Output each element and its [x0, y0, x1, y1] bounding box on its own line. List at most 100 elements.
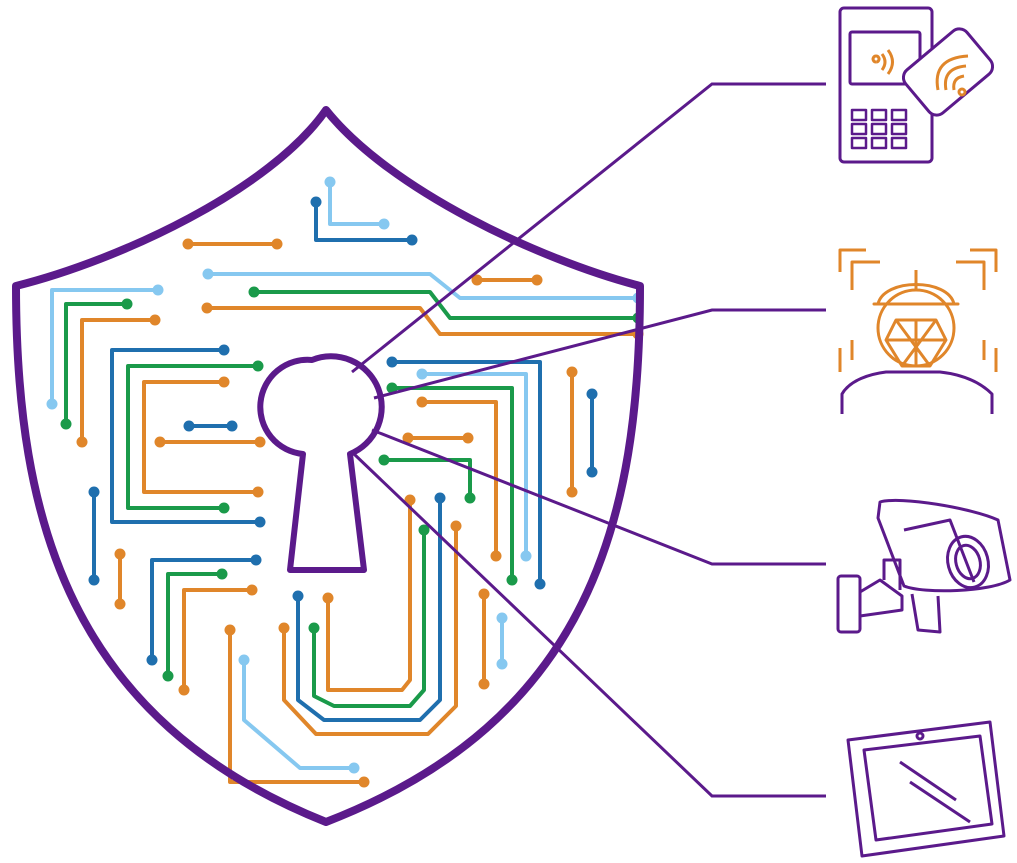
trace-green: [252, 290, 640, 320]
trace-endpoint-dot: [506, 574, 518, 586]
trace-endpoint-dot: [464, 492, 476, 504]
trace-green: [312, 528, 426, 708]
trace-endpoint-dot: [224, 624, 236, 636]
trace-endpoint-dot: [402, 432, 414, 444]
trace-orange: [420, 400, 498, 558]
trace-green: [166, 572, 224, 678]
trace-endpoint-dot: [226, 420, 238, 432]
trace-orange: [326, 498, 412, 692]
trace-orange: [282, 524, 458, 736]
tablet-icon: [846, 720, 1006, 858]
trace-endpoint-dot: [202, 268, 214, 280]
trace-endpoint-dot: [252, 486, 264, 498]
trace-endpoint-dot: [478, 588, 490, 600]
trace-endpoint-dot: [496, 612, 508, 624]
trace-endpoint-dot: [182, 238, 194, 250]
trace-endpoint-dot: [146, 654, 158, 666]
trace-endpoint-dot: [183, 420, 195, 432]
trace-endpoint-dot: [218, 502, 230, 514]
trace-orange: [182, 588, 254, 692]
trace-endpoint-dot: [250, 554, 262, 566]
trace-endpoint-dot: [292, 590, 304, 602]
trace-endpoint-dot: [534, 578, 546, 590]
trace-endpoint-dot: [322, 592, 334, 604]
trace-blue: [314, 200, 414, 242]
trace-endpoint-dot: [162, 670, 174, 682]
trace-endpoint-dot: [406, 234, 418, 246]
trace-endpoint-dot: [114, 548, 126, 560]
trace-endpoint-dot: [566, 486, 578, 498]
trace-endpoint-dot: [462, 432, 474, 444]
trace-blue: [390, 360, 542, 586]
trace-endpoint-dot: [114, 598, 126, 610]
trace-endpoint-dot: [478, 678, 490, 690]
face-scan-icon: [838, 248, 998, 414]
trace-endpoint-dot: [278, 622, 290, 634]
trace-lightblue: [420, 372, 528, 558]
trace-green: [382, 458, 472, 500]
trace-endpoint-dot: [471, 274, 483, 286]
trace-green: [390, 386, 514, 582]
trace-endpoint-dot: [248, 286, 260, 298]
connector-surveillance: [371, 428, 826, 566]
trace-blue: [110, 348, 262, 524]
trace-endpoint-dot: [566, 366, 578, 378]
trace-endpoint-dot: [88, 486, 100, 498]
trace-lightblue: [328, 180, 386, 226]
trace-endpoint-dot: [386, 382, 398, 394]
trace-endpoint-dot: [46, 398, 58, 410]
trace-endpoint-dot: [218, 376, 230, 388]
trace-endpoint-dot: [152, 284, 164, 296]
trace-endpoint-dot: [149, 314, 161, 326]
trace-blue: [150, 558, 258, 662]
trace-endpoint-dot: [201, 302, 213, 314]
trace-endpoint-dot: [324, 176, 336, 188]
trace-endpoint-dot: [586, 466, 598, 478]
cctv-camera-icon: [836, 498, 1012, 634]
trace-endpoint-dot: [218, 344, 230, 356]
card-reader-icon: [838, 6, 995, 164]
trace-lightblue: [50, 288, 160, 406]
trace-endpoint-dot: [404, 494, 416, 506]
trace-endpoint-dot: [60, 418, 72, 430]
trace-endpoint-dot: [310, 196, 322, 208]
trace-endpoint-dot: [308, 622, 320, 634]
trace-endpoint-dot: [254, 436, 266, 448]
connector-access-control: [351, 82, 826, 374]
trace-endpoint-dot: [386, 356, 398, 368]
trace-endpoint-dot: [216, 568, 228, 580]
trace-endpoint-dot: [418, 524, 430, 536]
trace-endpoint-dot: [434, 492, 446, 504]
trace-endpoint-dot: [358, 776, 370, 788]
trace-endpoint-dot: [496, 658, 508, 670]
shield-outline: [12, 106, 644, 826]
trace-endpoint-dot: [121, 298, 133, 310]
trace-orange: [80, 318, 157, 444]
connector-lines: [351, 82, 826, 798]
keyhole-outline: [257, 353, 385, 573]
trace-orange: [205, 306, 640, 336]
trace-endpoint-dot: [416, 396, 428, 408]
trace-endpoint-dot: [531, 274, 543, 286]
trace-endpoint-dot: [586, 388, 598, 400]
trace-lightblue: [242, 658, 356, 770]
trace-endpoint-dot: [76, 436, 88, 448]
trace-endpoint-dot: [450, 520, 462, 532]
trace-endpoint-dot: [238, 654, 250, 666]
trace-endpoint-dot: [378, 218, 390, 230]
trace-green: [126, 364, 260, 510]
trace-green: [64, 302, 129, 426]
trace-endpoint-dot: [348, 762, 360, 774]
trace-endpoint-dot: [520, 550, 532, 562]
trace-endpoint-dot: [416, 368, 428, 380]
trace-endpoint-dot: [154, 436, 166, 448]
keyhole-icon: [257, 353, 385, 573]
trace-lightblue: [206, 272, 640, 300]
trace-endpoint-dot: [246, 584, 258, 596]
trace-orange: [142, 380, 260, 494]
trace-endpoint-dot: [490, 550, 502, 562]
trace-endpoint-dot: [252, 360, 264, 372]
connector-face-recognition: [373, 308, 826, 400]
